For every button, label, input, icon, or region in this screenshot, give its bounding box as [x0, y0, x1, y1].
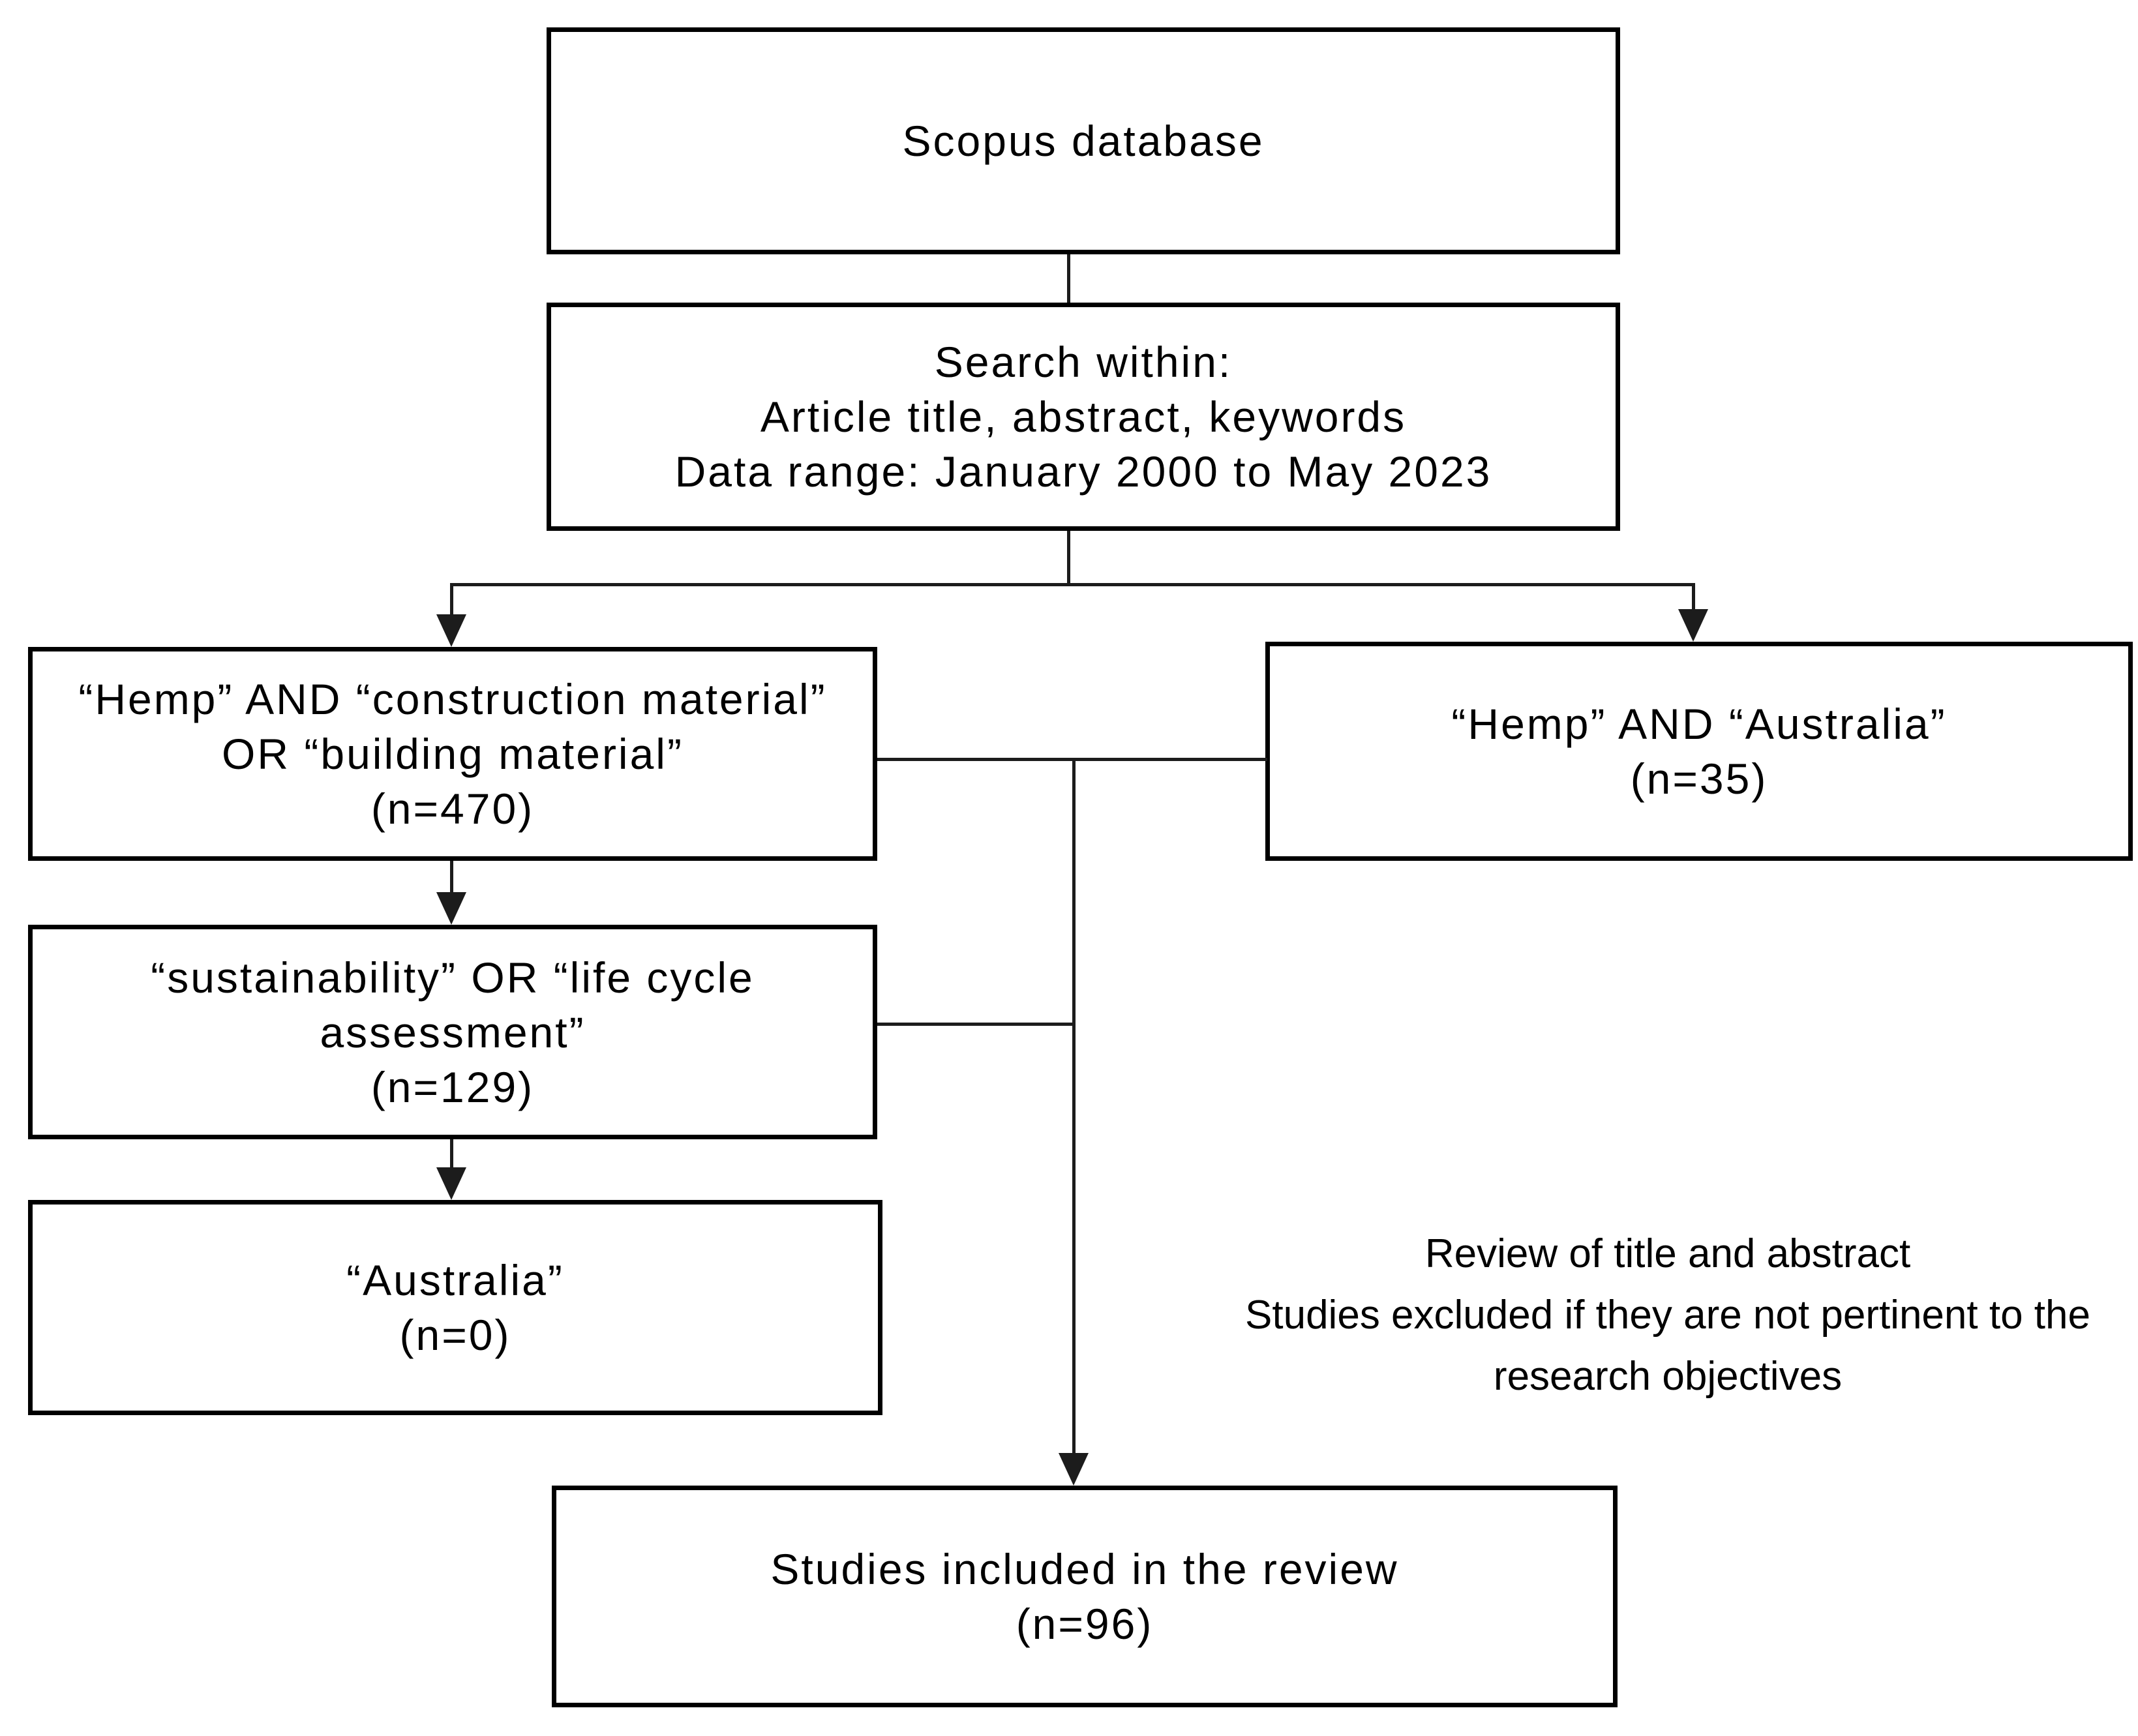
count-line: (n=35): [1630, 755, 1768, 803]
text-line: assessment”: [320, 1008, 586, 1056]
connector-merge-vertical: [1072, 758, 1076, 1454]
search-criteria-box: Search within: Article title, abstract, …: [547, 303, 1620, 531]
sustainability-lca-box: “sustainability” OR “life cycle assessme…: [28, 925, 877, 1139]
count-line: (n=0): [399, 1311, 511, 1359]
text-line: “sustainability” OR “life cycle: [151, 953, 755, 1002]
arrow-down-icon: [436, 892, 466, 925]
count-line: (n=470): [370, 785, 535, 833]
hemp-construction-material-box: “Hemp” AND “construction material” OR “b…: [28, 647, 877, 861]
connector-search-stem: [1067, 531, 1070, 584]
exclusion-note: Review of title and abstract Studies exc…: [1197, 1223, 2138, 1407]
australia-filter-box: “Australia” (n=0): [28, 1200, 882, 1415]
connector-construction-to-sustainability: [450, 861, 453, 893]
text-line: research objectives: [1493, 1354, 1843, 1399]
studies-included-box: Studies included in the review (n=96): [552, 1486, 1618, 1707]
connector-branch-left: [450, 583, 453, 617]
text-line: OR “building material”: [222, 730, 684, 778]
connector-sustainability-to-australia: [450, 1139, 453, 1169]
count-line: (n=129): [370, 1062, 535, 1111]
text-line: “Hemp” AND “construction material”: [78, 675, 827, 723]
text-line: “Australia”: [346, 1256, 564, 1304]
arrow-down-icon: [1059, 1453, 1089, 1486]
connector-scopus-to-search: [1067, 254, 1070, 303]
connector-sustainability-merge: [877, 1023, 1074, 1026]
connector-branch-horizontal: [451, 583, 1695, 586]
text-line: Data range: January 2000 to May 2023: [674, 447, 1492, 496]
text-line: Scopus database: [902, 117, 1265, 165]
text-line: “Hemp” AND “Australia”: [1451, 700, 1947, 748]
arrow-down-icon: [1678, 609, 1708, 642]
count-line: (n=96): [1016, 1600, 1154, 1648]
arrow-down-icon: [436, 614, 466, 647]
hemp-australia-box: “Hemp” AND “Australia” (n=35): [1265, 642, 2133, 861]
text-line: Review of title and abstract: [1424, 1231, 1911, 1276]
text-line: Studies included in the review: [770, 1545, 1399, 1593]
text-line: Studies excluded if they are not pertine…: [1245, 1293, 2090, 1338]
text-line: Article title, abstract, keywords: [760, 393, 1407, 441]
text-line: Search within:: [934, 338, 1233, 386]
connector-branch-right: [1692, 583, 1695, 612]
arrow-down-icon: [436, 1167, 466, 1200]
scopus-database-box: Scopus database: [547, 27, 1620, 254]
